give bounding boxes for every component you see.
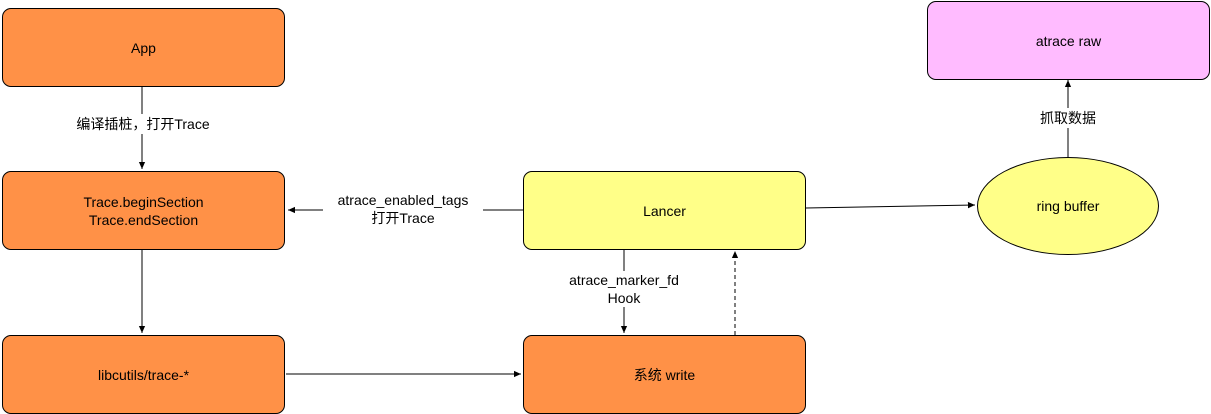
edge-label-lancer-to-write-line2: Hook <box>607 290 641 306</box>
ring-buffer-node: ring buffer <box>977 157 1159 255</box>
lancer-node: Lancer <box>523 171 806 250</box>
system-write-label: 系统 write <box>633 366 696 383</box>
ring-buffer-label: ring buffer <box>1036 198 1100 214</box>
trace-section-node: Trace.beginSection Trace.endSection <box>2 171 285 250</box>
edge-label-lancer-to-write: atrace_marker_fd Hook <box>555 271 693 307</box>
app-label: App <box>131 39 156 56</box>
system-write-node: 系统 write <box>523 335 806 414</box>
app-node: App <box>2 8 285 87</box>
trace-end-label: Trace.endSection <box>88 211 199 228</box>
atrace-raw-node: atrace raw <box>927 1 1210 80</box>
lancer-label: Lancer <box>643 202 686 219</box>
edge-label-ring-to-raw: 抓取数据 <box>1032 108 1104 128</box>
trace-begin-label: Trace.beginSection <box>83 193 204 210</box>
atrace-raw-label: atrace raw <box>1035 32 1102 49</box>
edge-lancer-to-ring <box>805 201 976 209</box>
edge-label-app-to-trace: 编译插桩，打开Trace <box>60 114 226 134</box>
edge-label-lancer-to-trace-line2: 打开Trace <box>371 210 435 226</box>
edge-label-lancer-to-trace: atrace_enabled_tags 打开Trace <box>323 191 483 227</box>
libcutils-label: libcutils/trace-* <box>97 366 190 383</box>
libcutils-node: libcutils/trace-* <box>2 335 285 414</box>
edge-label-lancer-to-write-line1: atrace_marker_fd <box>569 272 679 288</box>
edge-label-lancer-to-trace-line1: atrace_enabled_tags <box>337 192 469 208</box>
